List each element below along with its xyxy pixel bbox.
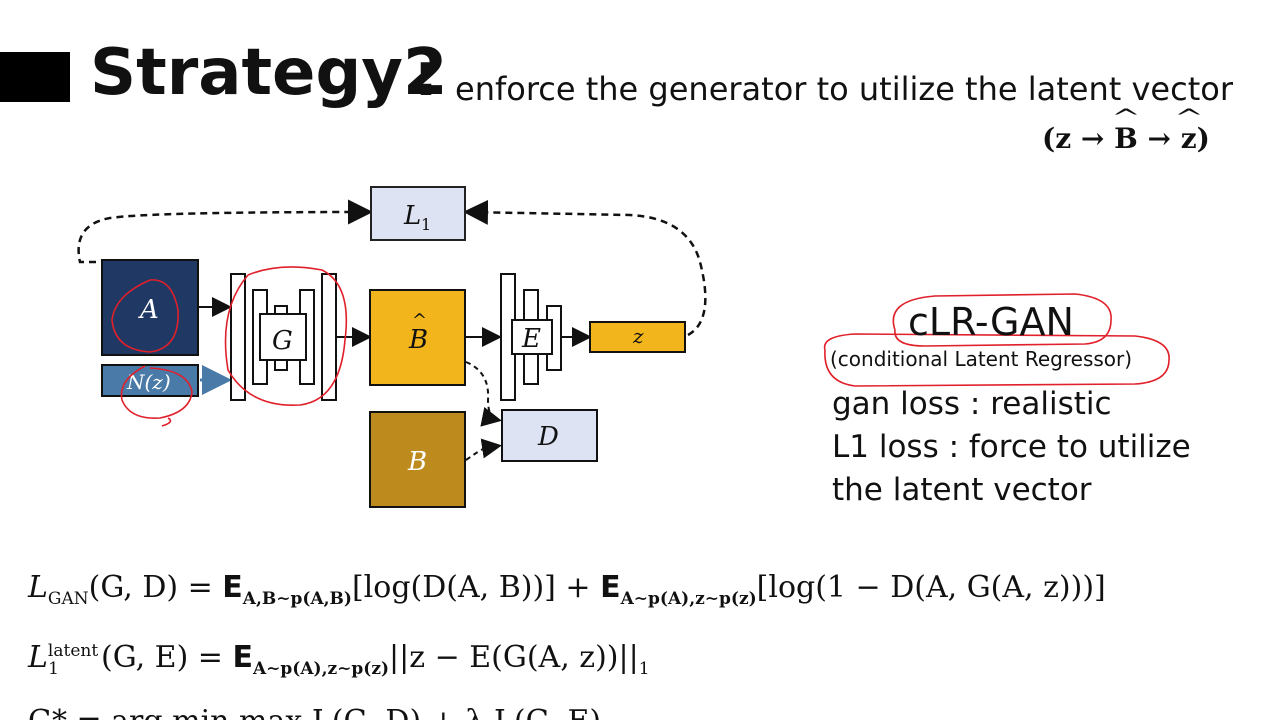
g-label: G: [272, 326, 293, 356]
formula-open: (z: [1042, 122, 1072, 155]
l1-subscript: 1: [421, 215, 431, 234]
generator-g: [230, 273, 337, 401]
cycle-formula: (z → B → z): [1042, 122, 1210, 155]
eq-latent-term: ||z − E(G(A, z))||: [389, 640, 639, 675]
b-box: [369, 411, 466, 508]
eq-gan-term-1: [log(D(A, B))] +: [351, 570, 601, 605]
bhat-hat-mark: ^: [412, 310, 427, 331]
model-description: (conditional Latent Regressor): [830, 347, 1133, 371]
l1-label: L: [403, 201, 421, 231]
eq-gan-lhs: L: [28, 570, 48, 605]
objective-equation-partial: G* = arg min max L(G, D) + λ L(G, E): [28, 704, 601, 720]
e-label: E: [521, 324, 541, 354]
slide-title: Strategy2: [90, 36, 448, 110]
eq-gan-args: (G, D) =: [88, 570, 223, 605]
a-box: [101, 259, 199, 356]
eq-gan-lhs-sub: GAN: [47, 589, 89, 609]
l1-loop-left: [77, 199, 373, 264]
clr-gan-red-ovals: [823, 293, 1170, 387]
eq-latent-lhs: L: [28, 640, 48, 675]
title-colon: :: [414, 40, 438, 110]
b-to-d-arrow: [465, 438, 502, 461]
z-label: z: [632, 324, 644, 348]
a-label: A: [138, 295, 159, 325]
z-box: [589, 321, 686, 353]
formula-z-hat: z: [1181, 122, 1197, 155]
eq-gan-term-2: [log(1 − D(A, G(A, z)))]: [756, 570, 1106, 605]
eq-latent-expectation: E: [232, 640, 253, 675]
eq-gan-expectation-2: E: [600, 570, 621, 605]
eq-latent-expectation-sub: A∼p(A),z∼p(z): [252, 659, 390, 679]
eq-gan-expectation-1-sub: A,B∼p(A,B): [242, 589, 352, 609]
bhat-box: [369, 289, 466, 386]
red-annotations: [111, 266, 348, 427]
d-label: D: [537, 422, 559, 452]
eq-latent-lhs-sub: 1: [48, 659, 59, 679]
formula-b-hat: B: [1114, 122, 1138, 155]
slide-subtitle: enforce the generator to utilize the lat…: [455, 70, 1233, 108]
bullet-l1-loss: L1 loss : force to utilize: [832, 429, 1191, 465]
model-name: cLR-GAN: [908, 300, 1074, 344]
d-box: [501, 409, 598, 462]
bullet-latent-vector: the latent vector: [832, 472, 1092, 508]
l1-loop-right: [463, 199, 707, 337]
bhat-label: B: [408, 325, 428, 355]
eq-gan-expectation-1: E: [222, 570, 243, 605]
gan-loss-equation: LGAN(G, D) = EA,B∼p(A,B)[log(D(A, B))] +…: [28, 570, 1106, 609]
eq-latent-term-sub: 1: [638, 659, 650, 679]
eq-latent-lhs-sup: latent: [47, 641, 99, 661]
bullet-gan-loss: gan loss : realistic: [832, 386, 1112, 422]
bhat-to-d-arrow: [465, 361, 502, 427]
latent-loss-equation: Llatent1(G, E) = EA∼p(A),z∼p(z)||z − E(G…: [28, 640, 650, 679]
b-label: B: [407, 447, 427, 477]
clr-gan-diagram: L 1 A N(z) G B ^ B E z D: [77, 186, 707, 508]
eq-gan-expectation-2-sub: A∼p(A),z∼p(z): [620, 589, 757, 609]
formula-arrow-2: →: [1147, 122, 1172, 155]
eq-latent-args: (G, E) =: [101, 640, 233, 675]
l1-box: [370, 186, 466, 241]
nz-box: [101, 364, 199, 397]
formula-arrow-1: →: [1080, 122, 1105, 155]
encoder-e: [500, 273, 562, 401]
title-bullet-block: [0, 52, 70, 102]
